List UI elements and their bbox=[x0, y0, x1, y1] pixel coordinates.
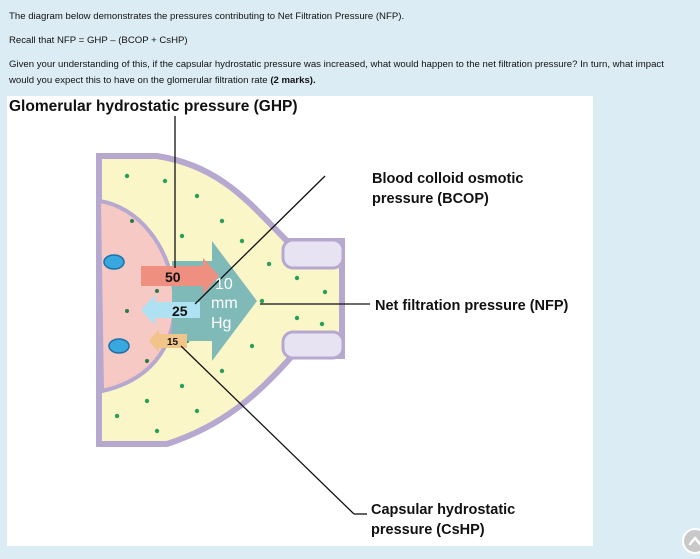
blood-cell-2 bbox=[108, 338, 130, 354]
marks-label: (2 marks). bbox=[270, 75, 316, 86]
cshp-leader bbox=[180, 345, 355, 515]
nfp-value-unit-1: mm bbox=[211, 295, 238, 312]
bcop-value: 25 bbox=[172, 303, 188, 319]
tubule-lower bbox=[281, 330, 345, 360]
ghp-arrow bbox=[141, 258, 219, 294]
question-line-3: Given your understanding of this, if the… bbox=[9, 57, 689, 89]
tubule-upper bbox=[281, 238, 345, 270]
chevron-up-icon bbox=[688, 536, 700, 546]
cshp-value: 15 bbox=[167, 337, 179, 348]
nfp-value-unit-2: Hg bbox=[211, 315, 231, 332]
bcop-arrow bbox=[141, 295, 200, 325]
nephron-illustration: 50 25 15 10 mm Hg bbox=[96, 116, 370, 515]
question-line-2: Recall that NFP = GHP – (BCOP + CsHP) bbox=[9, 35, 188, 46]
ghp-label: Glomerular hydrostatic pressure (GHP) bbox=[9, 98, 298, 115]
question-body: Given your understanding of this, if the… bbox=[9, 59, 664, 86]
ghp-value: 50 bbox=[165, 269, 181, 285]
scroll-top-button[interactable] bbox=[682, 528, 700, 554]
question-line-1: The diagram below demonstrates the press… bbox=[9, 11, 405, 22]
blood-cell-1 bbox=[103, 254, 125, 270]
cshp-label: Capsular hydrostatic pressure (CsHP) bbox=[371, 502, 516, 538]
pressure-diagram: 50 25 15 10 mm Hg Glomerular hydrostatic… bbox=[7, 96, 593, 546]
bcop-leader bbox=[194, 175, 326, 305]
question-text: The diagram below demonstrates the press… bbox=[9, 9, 689, 97]
cshp-arrow bbox=[149, 329, 187, 353]
nfp-value-number: 10 bbox=[215, 276, 233, 293]
bcop-label: Blood colloid osmotic pressure (BCOP) bbox=[372, 171, 524, 207]
nfp-label: Net filtration pressure (NFP) bbox=[375, 298, 569, 314]
solute-dots bbox=[114, 173, 328, 434]
